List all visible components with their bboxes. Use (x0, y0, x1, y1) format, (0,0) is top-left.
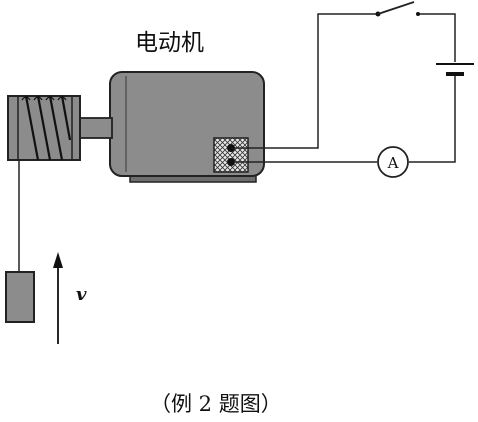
hanging-block-icon (5, 271, 35, 323)
motor-title: 电动机 (135, 30, 204, 56)
battery-icon (436, 63, 474, 76)
terminal-block-icon (213, 137, 249, 173)
ammeter-label: A (387, 154, 399, 172)
figure-caption: （例 2 题图） (150, 392, 282, 416)
velocity-arrow-icon (53, 252, 63, 344)
circuit-wires (235, 13, 456, 163)
velocity-label: v (76, 284, 87, 305)
motor-shaft (77, 117, 113, 139)
switch-icon (375, 1, 420, 17)
ammeter-icon (377, 146, 409, 178)
pulley-drum-icon (7, 95, 81, 161)
